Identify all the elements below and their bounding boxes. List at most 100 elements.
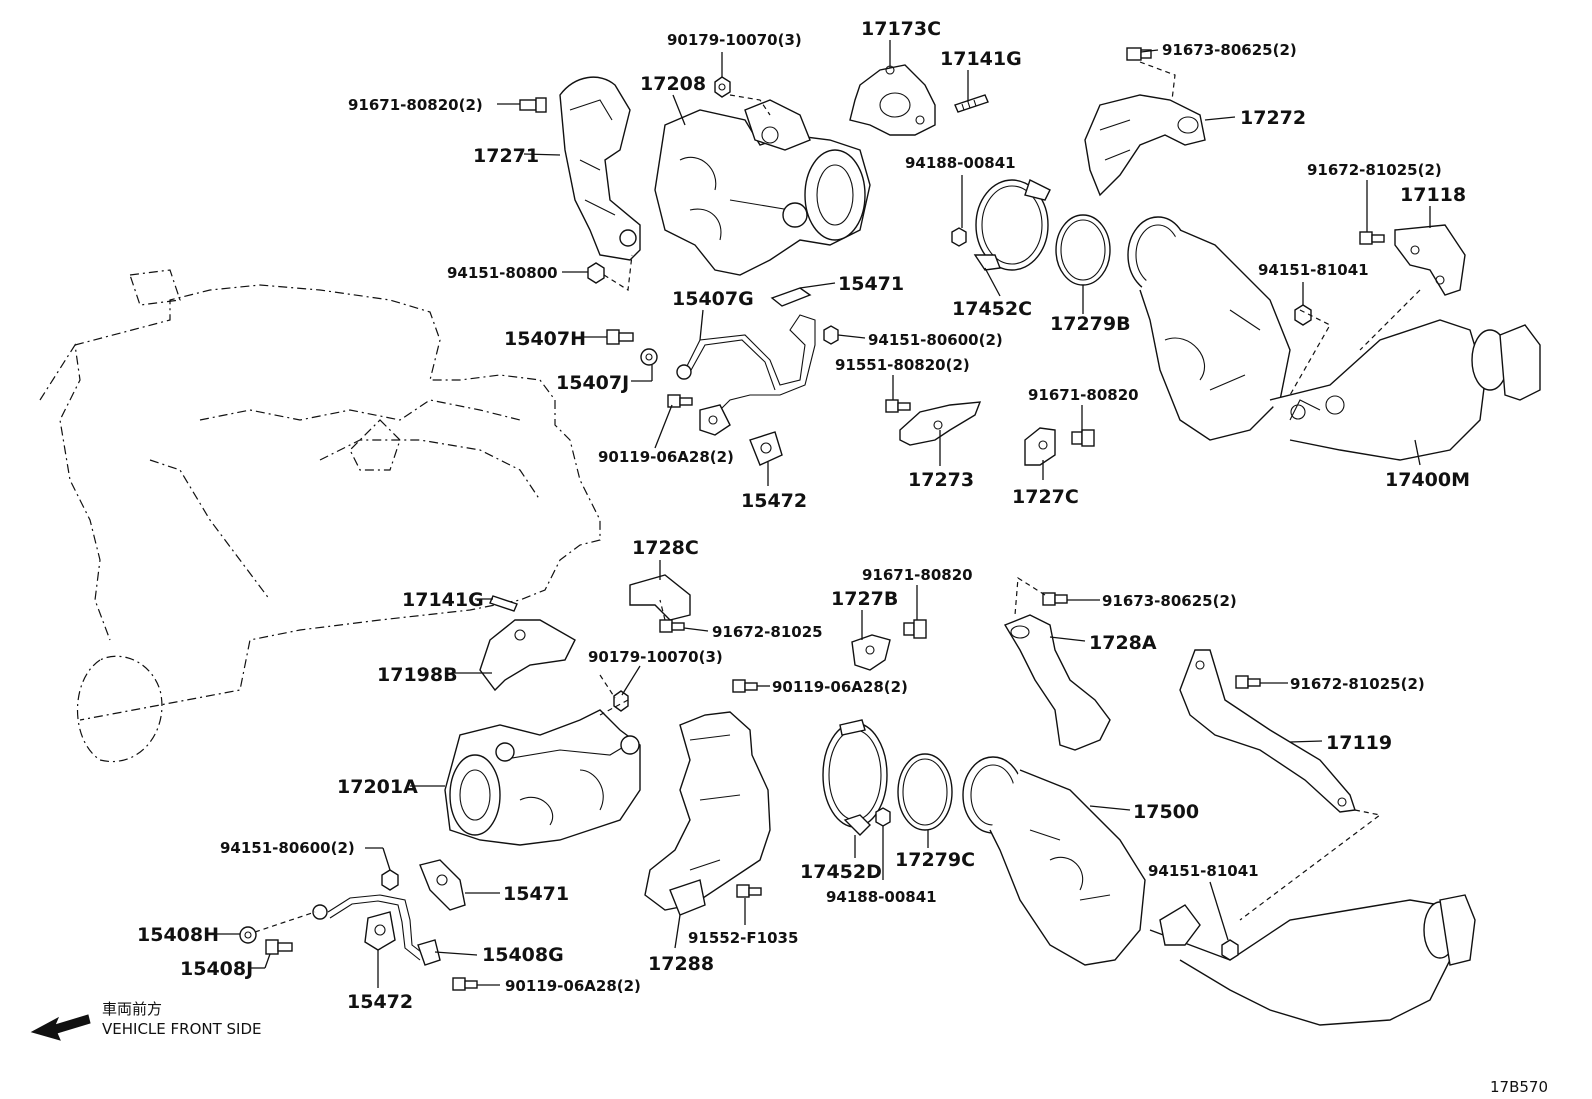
part-label: 17118: [1400, 184, 1466, 206]
leader-dashed: [729, 94, 771, 116]
heat-insulator-17288: [644, 711, 771, 916]
part-label: 90119-06A28(2): [598, 448, 734, 466]
part-label: 94188-00841: [826, 888, 937, 906]
gasket-15471-bot: [419, 859, 466, 911]
leader-lines: [208, 40, 1431, 988]
part-label: 91551-80820(2): [835, 356, 970, 374]
part-label: 17500: [1133, 801, 1199, 823]
part-label: 15408H: [137, 924, 219, 946]
bolt-91551-80820: [885, 399, 911, 413]
part-label: 17452C: [952, 298, 1032, 320]
gasket-17279C: [897, 753, 953, 831]
stud-17141G-mid: [489, 595, 518, 612]
nut-94151-81041-top: [1294, 304, 1312, 326]
part-label: 91672-81025(2): [1290, 675, 1425, 693]
heat-insulator-17198B: [479, 619, 576, 692]
part-label: 94151-80600(2): [220, 839, 355, 857]
part-label: 15471: [503, 883, 569, 905]
part-label: 1727B: [831, 588, 898, 610]
bracket-1727C: [1024, 427, 1056, 466]
direction-note-japanese: 車両前方: [102, 1000, 162, 1018]
part-label: 91673-80625(2): [1102, 592, 1237, 610]
bolt-91671-80820: [519, 97, 547, 113]
part-label: 1727C: [1012, 486, 1079, 508]
part-label: 94151-80800: [447, 264, 558, 282]
part-label: 17273: [908, 469, 974, 491]
nut-94151-81041-bot: [1221, 939, 1239, 961]
part-label: 94188-00841: [905, 154, 1016, 172]
bolt-91673-80625-top: [1126, 47, 1152, 61]
leader-dashed: [254, 911, 316, 933]
nut-94151-80800: [587, 262, 605, 284]
direction-note-english: VEHICLE FRONT SIDE: [102, 1020, 262, 1038]
leader-dashed: [1239, 809, 1382, 921]
gasket-17279B: [1055, 214, 1111, 286]
bolt-90119-06A28-top: [667, 394, 693, 408]
part-label: 17288: [648, 953, 714, 975]
heat-insulator-17272: [1084, 94, 1206, 197]
part-label: 15471: [838, 273, 904, 295]
part-label: 15407G: [672, 288, 754, 310]
part-label: 17400M: [1385, 469, 1470, 491]
bolt-91672-81025-mid: [1235, 675, 1261, 689]
nut-94188-00841-top: [951, 227, 967, 247]
bracket-17118: [1394, 224, 1466, 296]
part-label: 17173C: [861, 18, 941, 40]
part-label: 91671-80820: [862, 566, 973, 584]
vehicle-front-direction: 車両前方 VEHICLE FRONT SIDE: [30, 1000, 262, 1041]
stud-17141G-top: [954, 94, 989, 113]
part-label: 17279C: [895, 849, 975, 871]
part-label: 91672-81025(2): [1307, 161, 1442, 179]
bolt-90119-06A28-mid: [732, 679, 758, 693]
turbocharger-17208: [654, 99, 871, 276]
gasket-15471-top: [770, 287, 812, 307]
part-label: 17452D: [800, 861, 882, 883]
bolt-15408J: [265, 939, 293, 955]
part-label: 17141G: [940, 48, 1022, 70]
gasket-15472-bot: [364, 911, 396, 951]
leader-dashed: [603, 254, 633, 292]
part-label: 1728A: [1089, 632, 1157, 654]
part-labels: 90179-10070(3) 17173C 91673-80625(2) 172…: [137, 18, 1470, 1013]
leader-dashed: [599, 674, 629, 716]
part-label: 17198B: [377, 664, 458, 686]
part-label: 17141G: [402, 589, 484, 611]
nut-90179-10070-top: [714, 76, 731, 98]
bracket-1728C: [629, 574, 691, 621]
part-label: 91552-F1035: [688, 929, 798, 947]
part-label: 15472: [741, 490, 807, 512]
bolt-91671-80820-top: [1071, 429, 1095, 447]
bolt-91673-80625-mid: [1042, 592, 1068, 606]
part-label: 90179-10070(3): [667, 31, 802, 49]
part-label: 90179-10070(3): [588, 648, 723, 666]
engine-block-outline: [39, 269, 601, 763]
bolt-91672-81025-top: [1359, 231, 1385, 245]
washer-15408H: [239, 926, 257, 944]
bracket-17273: [899, 401, 982, 446]
clamp-17452C: [973, 179, 1051, 271]
leader-dashed: [659, 599, 666, 621]
bolt-15407H: [606, 329, 634, 345]
bolt-91671-80820-mid: [903, 619, 927, 639]
nut-94151-80600-top: [823, 325, 839, 345]
part-label: 15408G: [482, 944, 564, 966]
part-label: 17119: [1326, 732, 1392, 754]
part-label: 17208: [640, 73, 706, 95]
part-label: 91671-80820(2): [348, 96, 483, 114]
oil-pipe-15408G: [312, 894, 441, 966]
part-label: 15407H: [504, 328, 586, 350]
turbocharger-17201A: [444, 709, 641, 846]
washer-15407J: [640, 348, 658, 366]
part-label: 91671-80820: [1028, 386, 1139, 404]
bolt-90119-06A28-bot: [452, 977, 478, 991]
clamp-17452D: [822, 719, 888, 836]
diagram-code: 17B570: [1490, 1078, 1548, 1096]
nut-94188-00841-bot: [875, 807, 891, 827]
leader-dashed: [1139, 61, 1176, 101]
bolt-91672-81025: [659, 619, 685, 633]
gasket-17173C: [849, 64, 936, 136]
part-label: 90119-06A28(2): [772, 678, 908, 696]
part-label: 1728C: [632, 537, 699, 559]
part-label: 15472: [347, 991, 413, 1013]
